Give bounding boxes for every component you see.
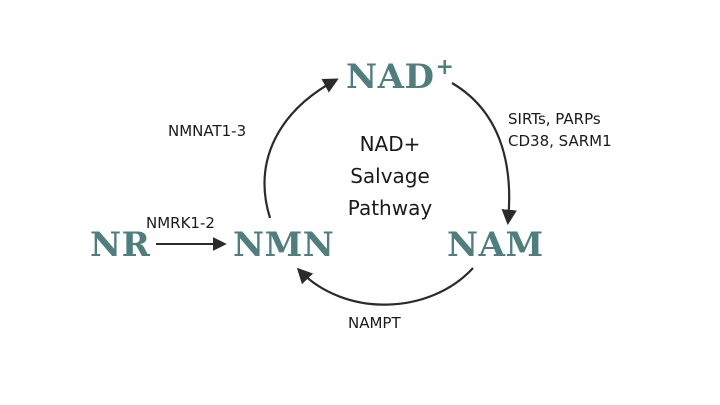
node-nad-superscript: + [435,54,455,80]
enzyme-nmnat: NMNAT1-3 [168,120,246,142]
node-nad-label: NAD [346,57,435,97]
enzyme-nmrk: NMRK1-2 [146,212,215,234]
pathway-title-line1: NAD+ [359,132,421,156]
node-nmn-label: NMN [233,225,335,265]
enzyme-sirts-parps: SIRTs, PARPs [508,110,601,128]
enzyme-nampt: NAMPT [348,312,401,334]
arrow-nad-to-nam [451,82,517,226]
node-nmn: NMN [233,228,334,262]
node-nr-label: NR [90,225,151,265]
enzyme-cd38-sarm1: CD38, SARM1 [508,132,612,150]
node-nam: NAM [447,228,544,262]
node-nad: NAD+ [346,56,454,94]
node-nam-label: NAM [447,225,544,265]
pathway-title: NAD+ Salvage Pathway [320,128,460,224]
arrow-nam-to-nmn [296,267,474,306]
node-nr: NR [90,228,150,262]
enzyme-nmnat-label: NMNAT1-3 [168,122,247,140]
enzyme-nad-to-nam: SIRTs, PARPs CD38, SARM1 [508,108,612,152]
enzyme-nampt-label: NAMPT [348,314,401,332]
pathway-title-line3: Pathway [347,196,433,220]
enzyme-nmrk-label: NMRK1-2 [146,214,215,232]
pathway-title-line2: Salvage [350,164,430,188]
arrow-nmn-to-nad [263,78,339,219]
